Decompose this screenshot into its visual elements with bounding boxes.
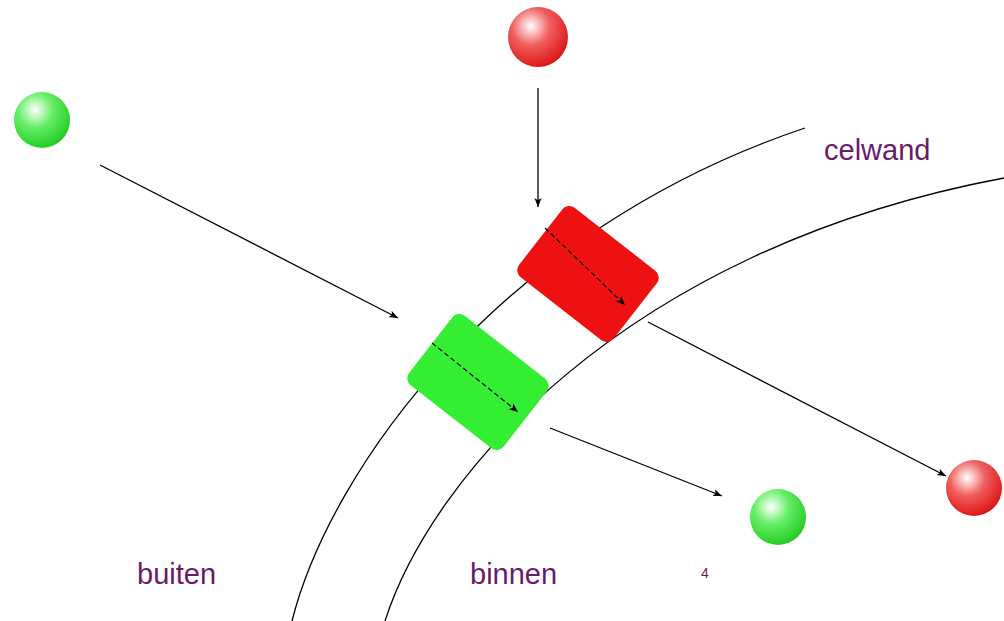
dashed-transport-arrow <box>545 228 625 305</box>
membrane-inner-line <box>385 178 1004 621</box>
red-particle <box>508 7 568 67</box>
red-particle <box>946 460 1002 516</box>
region-label: buiten <box>137 560 216 589</box>
flow-arrow <box>100 165 398 318</box>
red-transporter <box>514 202 663 345</box>
flow-arrow <box>648 322 946 476</box>
wall-label: celwand <box>824 136 930 165</box>
membrane-outer-line <box>292 128 805 621</box>
green-particle <box>14 92 70 148</box>
flow-arrow <box>537 88 538 207</box>
region-label: binnen <box>470 560 557 589</box>
green-transporter <box>404 310 553 453</box>
dashed-transport-arrow <box>432 343 518 412</box>
green-particle <box>750 489 806 545</box>
flow-arrow <box>550 428 722 496</box>
page-number: 4 <box>701 566 709 580</box>
